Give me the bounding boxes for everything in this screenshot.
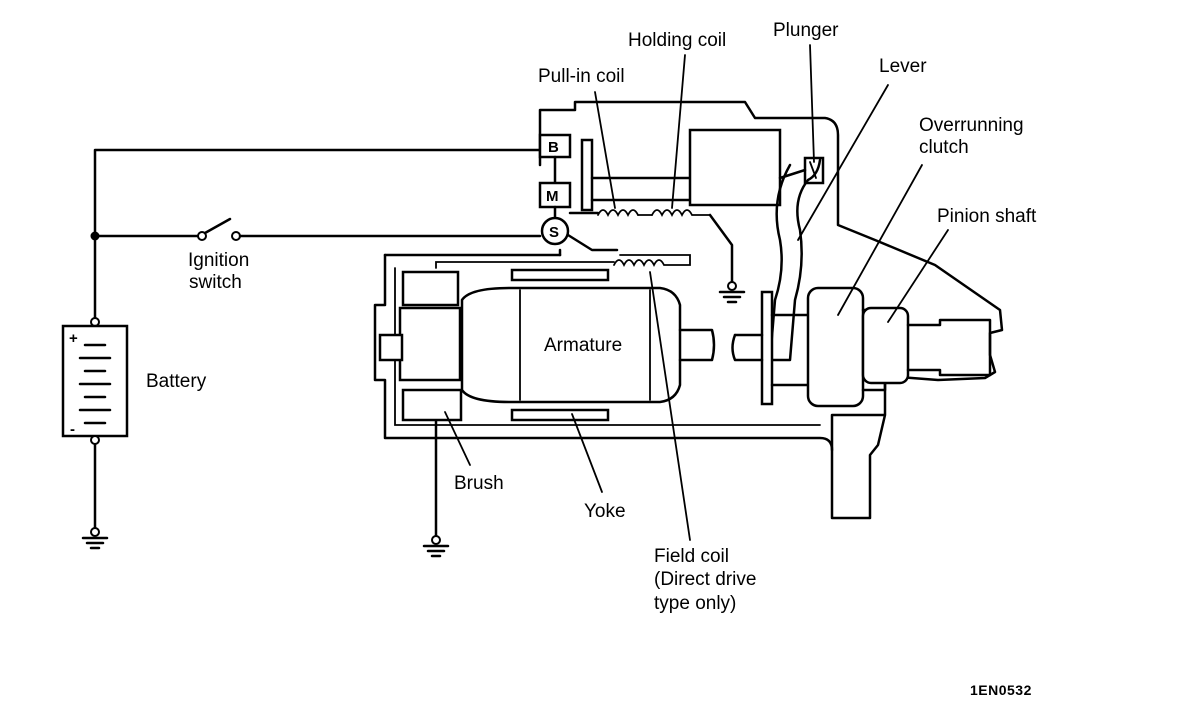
overrunning-clutch-label-line2: clutch <box>919 137 969 158</box>
terminal-s-circle <box>540 216 570 246</box>
circuit-wiring <box>90 148 542 532</box>
field-coil-label-line1: Field coil <box>654 546 729 567</box>
lever-clutch-assembly <box>731 158 992 408</box>
solenoid-assembly: B M S <box>538 128 825 252</box>
field-coil-label-line2: (Direct drive <box>654 569 756 590</box>
solenoid-ground-icon <box>708 213 746 304</box>
pinion-shaft-label: Pinion shaft <box>937 206 1037 227</box>
leader-lines <box>444 44 949 541</box>
starter-housing <box>373 100 1004 520</box>
battery-ground-icon <box>81 527 109 550</box>
battery-symbol: + - <box>61 317 129 445</box>
ignition-switch-label-line1: Ignition <box>188 250 249 271</box>
brush-label: Brush <box>454 473 504 494</box>
field-coil <box>435 254 691 282</box>
battery-label: Battery <box>146 371 207 392</box>
armature <box>460 286 716 422</box>
ignition-switch-label-line2: switch <box>189 272 242 293</box>
yoke-label: Yoke <box>584 501 626 522</box>
field-coil-label-line3: type only) <box>654 593 736 614</box>
holding-coil-label: Holding coil <box>628 30 726 51</box>
pull-in-coil-label: Pull-in coil <box>538 66 625 87</box>
armature-label: Armature <box>544 335 622 356</box>
battery-minus-sign: - <box>70 421 75 438</box>
terminal-s-label: S <box>549 224 559 241</box>
lever-label: Lever <box>879 56 927 77</box>
brush-ground-icon <box>422 418 450 558</box>
overrunning-clutch-label-line1: Overrunning <box>919 115 1024 136</box>
battery-plus-sign: + <box>69 330 78 347</box>
figure-reference-code: 1EN0532 <box>970 682 1032 698</box>
brushes <box>378 270 463 422</box>
terminal-b-label: B <box>548 139 559 156</box>
terminal-m-label: M <box>546 188 559 205</box>
plunger-label: Plunger <box>773 20 839 41</box>
